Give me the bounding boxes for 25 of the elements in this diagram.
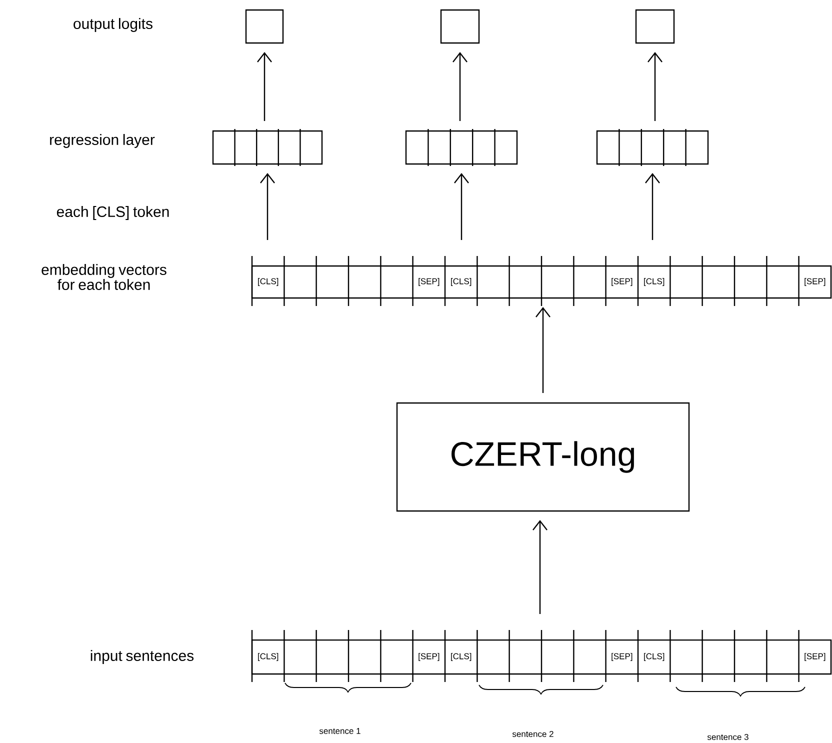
token-row: [CLS] [SEP] [CLS] [SEP] [CLS] [SEP] (251, 630, 832, 682)
row-label: regression layer (50, 134, 155, 148)
layer-vector (405, 129, 518, 166)
row-label: embedding vectors for each token (42, 264, 166, 290)
layer-vector (596, 129, 709, 166)
output-box (440, 9, 480, 44)
layer-vector (212, 129, 323, 166)
arrow (645, 173, 660, 240)
arrow (260, 173, 275, 240)
arrow (536, 307, 550, 393)
arrow (452, 52, 468, 121)
model-box: CZERT-long (396, 402, 690, 512)
sentence-label: sentence 1 (319, 728, 360, 734)
row-label: each [CLS] token (56, 206, 169, 220)
row-label: output logits (74, 18, 152, 32)
sentence-label: sentence 2 (512, 731, 554, 737)
arrow (532, 520, 548, 614)
arrow (257, 52, 272, 121)
sentence-label: sentence 3 (707, 734, 748, 740)
row-label: input sentences (90, 650, 194, 664)
token-row: [CLS] [SEP] [CLS] [SEP] [CLS] [SEP] (251, 256, 832, 306)
output-box (635, 9, 675, 44)
arrow (454, 173, 469, 240)
arrow (648, 52, 662, 121)
output-box (245, 9, 284, 44)
